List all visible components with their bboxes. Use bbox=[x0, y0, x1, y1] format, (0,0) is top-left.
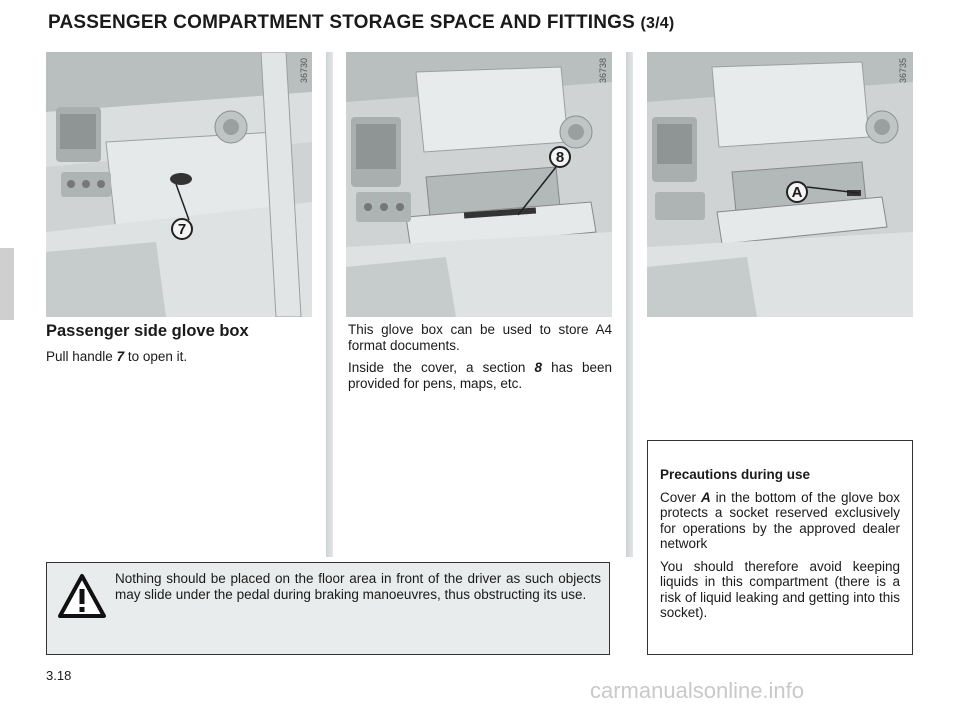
ref-7: 7 bbox=[116, 349, 125, 364]
ref-a: A bbox=[700, 489, 711, 505]
page-title-part: (3/4) bbox=[640, 15, 675, 32]
glove-box-photo-closed bbox=[46, 52, 312, 317]
page-number: 3.18 bbox=[46, 668, 72, 683]
callout-a: A bbox=[786, 181, 808, 203]
image-code: 36730 bbox=[299, 58, 309, 84]
paragraph-section-8: Inside the cover, a section 8 has been p… bbox=[348, 360, 612, 391]
callout-7: 7 bbox=[171, 218, 193, 240]
precautions-paragraph-1: Cover A in the bottom of the glove box p… bbox=[660, 489, 900, 552]
precautions-heading: Precautions during use bbox=[660, 467, 811, 482]
section-text-glove-box: Pull handle 7 to open it. bbox=[46, 349, 188, 364]
callout-8: 8 bbox=[549, 146, 571, 168]
warning-box: Nothing should be placed on the floor ar… bbox=[46, 562, 610, 655]
column-divider bbox=[626, 52, 633, 557]
precautions-paragraph-2: You should therefore avoid keeping liqui… bbox=[660, 558, 900, 621]
watermark: carmanualsonline.info bbox=[590, 678, 805, 703]
ref-8: 8 bbox=[534, 360, 543, 375]
image-code: 36738 bbox=[598, 58, 608, 84]
page-title: PASSENGER COMPARTMENT STORAGE SPACE AND … bbox=[48, 12, 674, 34]
paragraph-a4: This glove box can be used to store A4 f… bbox=[348, 322, 612, 353]
page-title-main: PASSENGER COMPARTMENT STORAGE SPACE AND … bbox=[48, 12, 636, 33]
glove-box-photo-open bbox=[346, 52, 612, 317]
section-heading-glove-box: Passenger side glove box bbox=[46, 322, 249, 340]
image-code: 36735 bbox=[898, 58, 908, 84]
warning-triangle-icon bbox=[58, 574, 106, 618]
section-text-a4-storage: This glove box can be used to store A4 f… bbox=[348, 322, 612, 398]
glove-box-socket-photo bbox=[647, 52, 913, 317]
chapter-side-tab bbox=[0, 248, 14, 320]
precautions-box: Precautions during use Cover A in the bo… bbox=[647, 440, 913, 655]
warning-text: Nothing should be placed on the floor ar… bbox=[115, 571, 601, 602]
column-divider bbox=[326, 52, 333, 557]
